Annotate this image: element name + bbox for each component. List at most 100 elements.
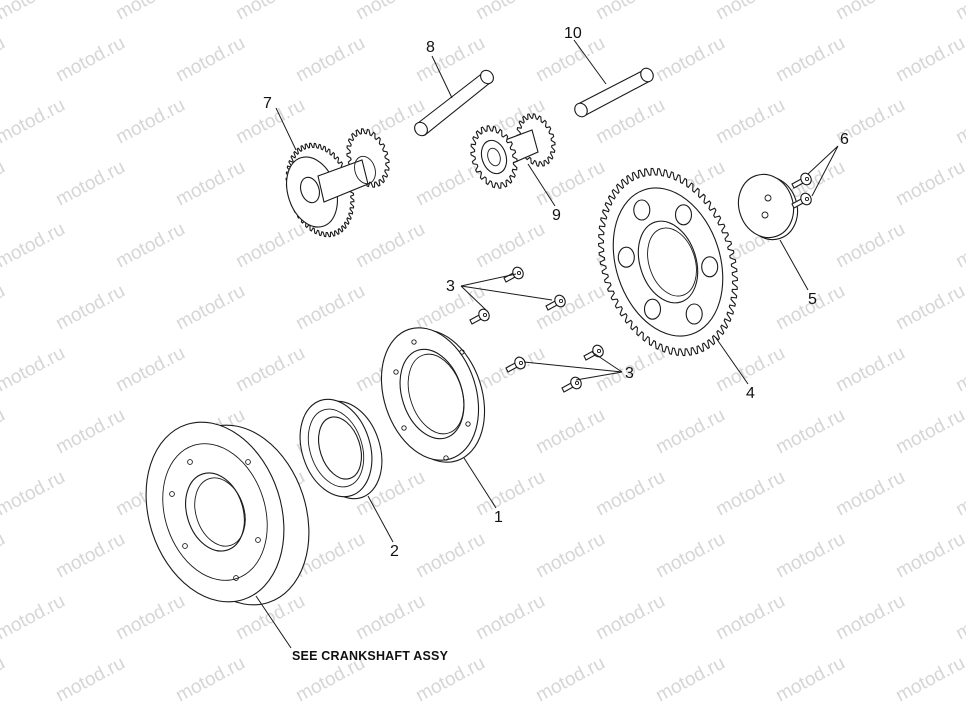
watermark-text: motod.ru	[0, 219, 69, 273]
watermark-text: motod.ru	[352, 591, 428, 645]
watermark-text: motod.ru	[112, 343, 188, 397]
bolt-6	[791, 172, 812, 189]
bolt-3	[469, 308, 490, 325]
bolt-3	[561, 376, 582, 393]
watermark-text: motod.ru	[352, 219, 428, 273]
watermark-text: motod.ru	[592, 591, 668, 645]
watermark-text: motod.ru	[952, 95, 966, 149]
watermark-text: motod.ru	[952, 343, 966, 397]
crankshaft-reference-caption: SEE CRANKSHAFT ASSY	[292, 649, 449, 663]
watermark-text: motod.ru	[472, 0, 548, 24]
watermark-text: motod.ru	[0, 467, 69, 521]
watermark-text: motod.ru	[0, 281, 9, 335]
watermark-text: motod.ru	[772, 529, 848, 583]
watermark-text: motod.ru	[772, 33, 848, 87]
watermark-text: motod.ru	[472, 591, 548, 645]
watermark-text: motod.ru	[772, 405, 848, 459]
watermark-text: motod.ru	[532, 653, 608, 707]
watermark-text: motod.ru	[532, 529, 608, 583]
crankshaft-flywheel	[145, 421, 310, 606]
watermark-text: motod.ru	[172, 281, 248, 335]
watermark-text: motod.ru	[652, 653, 728, 707]
callout-6: 6	[840, 131, 849, 148]
watermark-text: motod.ru	[832, 467, 908, 521]
watermark-text: motod.ru	[712, 95, 788, 149]
watermark-text: motod.ru	[52, 281, 128, 335]
watermark-text: motod.ru	[52, 653, 128, 707]
gear-window	[701, 256, 719, 278]
watermark-text: motod.ru	[892, 653, 966, 707]
watermark-text: motod.ru	[652, 33, 728, 87]
watermark-text: motod.ru	[112, 95, 188, 149]
watermark-text: motod.ru	[712, 0, 788, 24]
bolt-3	[505, 356, 526, 373]
watermark-text: motod.ru	[112, 0, 188, 24]
watermark-text: motod.ru	[292, 33, 368, 87]
part-9-double-gear	[470, 113, 556, 189]
watermark-text: motod.ru	[712, 467, 788, 521]
bolt-3	[583, 344, 604, 361]
watermark-text: motod.ru	[172, 157, 248, 211]
watermark-layer: motod.ru motod.ru motod.ru motod.ru motod.ru…	[0, 0, 966, 706]
watermark-text: motod.ru	[52, 529, 128, 583]
watermark-text: motod.ru	[52, 405, 128, 459]
watermark-text: motod.ru	[892, 405, 966, 459]
callout-numbers: 7 8 10 9 6 3 3 4 5 1 2 SEE CRANKSHAFT AS…	[263, 25, 849, 663]
part-5-plate	[737, 173, 799, 241]
watermark-text: motod.ru	[952, 467, 966, 521]
watermark-text: motod.ru	[532, 405, 608, 459]
watermark-text: motod.ru	[952, 0, 966, 24]
bolt-group	[469, 172, 812, 393]
watermark-text: motod.ru	[592, 467, 668, 521]
bolt-3	[503, 266, 524, 283]
watermark-text: motod.ru	[52, 157, 128, 211]
part-4-gear	[598, 167, 738, 357]
leader-lines	[255, 39, 839, 649]
callout-1: 1	[494, 509, 503, 526]
watermark-text: motod.ru	[112, 591, 188, 645]
watermark-text: motod.ru	[112, 219, 188, 273]
watermark-text: motod.ru	[652, 529, 728, 583]
watermark-text: motod.ru	[472, 467, 548, 521]
watermark-text: motod.ru	[0, 33, 9, 87]
watermark-text: motod.ru	[352, 0, 428, 24]
watermark-text: motod.ru	[52, 33, 128, 87]
watermark-text: motod.ru	[592, 0, 668, 24]
watermark-text: motod.ru	[712, 591, 788, 645]
gear-window	[685, 303, 703, 325]
part-8-pin	[414, 69, 494, 137]
watermark-text: motod.ru	[892, 33, 966, 87]
callout-9: 9	[552, 207, 561, 224]
watermark-text: motod.ru	[0, 529, 9, 583]
callout-8: 8	[426, 39, 435, 56]
gear-window	[674, 204, 693, 226]
watermark-text: motod.ru	[0, 405, 9, 459]
watermark-text: motod.ru	[232, 343, 308, 397]
part-1-flange	[380, 327, 486, 463]
watermark-text: motod.ru	[832, 219, 908, 273]
gear-window	[643, 298, 662, 320]
watermark-text: motod.ru	[292, 281, 368, 335]
callout-3-lower: 3	[625, 365, 634, 382]
part-2-bearing	[299, 398, 383, 500]
watermark-text: motod.ru	[0, 157, 9, 211]
callout-5: 5	[808, 291, 817, 308]
watermark-text: motod.ru	[0, 653, 9, 707]
watermark-text: motod.ru	[952, 219, 966, 273]
bolt-3	[545, 294, 566, 311]
part-7-gear-shaft	[285, 128, 390, 238]
watermark-text: motod.ru	[892, 281, 966, 335]
gear-window	[617, 246, 635, 268]
watermark-text: motod.ru	[0, 95, 69, 149]
watermark-text: motod.ru	[472, 219, 548, 273]
watermark-text: motod.ru	[232, 219, 308, 273]
watermark-text: motod.ru	[832, 591, 908, 645]
watermark-text: motod.ru	[412, 529, 488, 583]
gear-window	[633, 199, 651, 221]
watermark-text: motod.ru	[0, 343, 69, 397]
watermark-text: motod.ru	[0, 0, 69, 24]
callout-7: 7	[263, 95, 272, 112]
watermark-text: motod.ru	[172, 33, 248, 87]
